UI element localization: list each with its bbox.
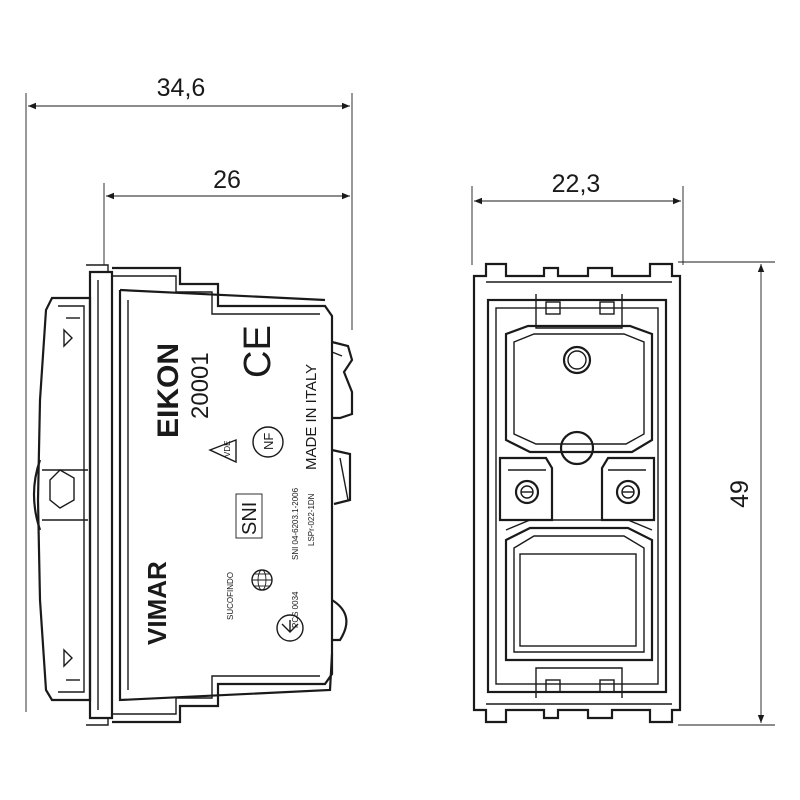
brand-vimar: VIMAR	[142, 561, 172, 645]
center-hole-icon	[559, 430, 595, 466]
sucofindo-globe-icon	[251, 569, 273, 591]
sni-mark-icon: SNI	[235, 493, 263, 539]
std-lspr-text: LSPr-022-1DN	[307, 493, 316, 546]
terminal-screw-left-icon	[514, 479, 540, 505]
svg-text:NF: NF	[261, 433, 276, 450]
std-sni-text: SNI 04-6203.1-2006	[291, 487, 300, 560]
dimension-width: 22,3	[471, 170, 684, 265]
dim-width-label: 22,3	[552, 170, 601, 198]
upper-hole-icon	[562, 345, 592, 375]
terminal-screw-right-icon	[615, 479, 641, 505]
vde-mark-icon: VDE	[208, 438, 237, 464]
sucofindo-text: SUCOFINDO	[226, 572, 235, 620]
svg-text:SNI: SNI	[239, 502, 261, 535]
series-eikon: EIKON	[152, 343, 185, 438]
ce-mark-icon: CE	[237, 325, 279, 378]
made-in-italy: MADE IN ITALY	[303, 364, 320, 470]
svg-text:VDE: VDE	[223, 441, 232, 457]
front-view	[472, 262, 682, 724]
nf-mark-icon: NF	[252, 426, 284, 458]
body-markings: VIMAR EIKON 20001 MADE IN ITALY SNI 04-6…	[142, 325, 320, 645]
dim-height-label: 49	[726, 480, 754, 508]
code-20001: 20001	[187, 352, 214, 419]
circle-symbol-icon	[276, 614, 304, 642]
dimension-height: 49	[678, 261, 775, 726]
dimension-overall-depth: 34,6	[25, 74, 353, 712]
pcs-text: PCS 0034	[291, 591, 300, 628]
dim-overall-depth-label: 34,6	[157, 74, 206, 102]
dim-body-depth-label: 26	[213, 166, 241, 194]
dimension-body-depth: 26	[103, 166, 350, 265]
side-view: VIMAR EIKON 20001 MADE IN ITALY SNI 04-6…	[32, 264, 354, 726]
